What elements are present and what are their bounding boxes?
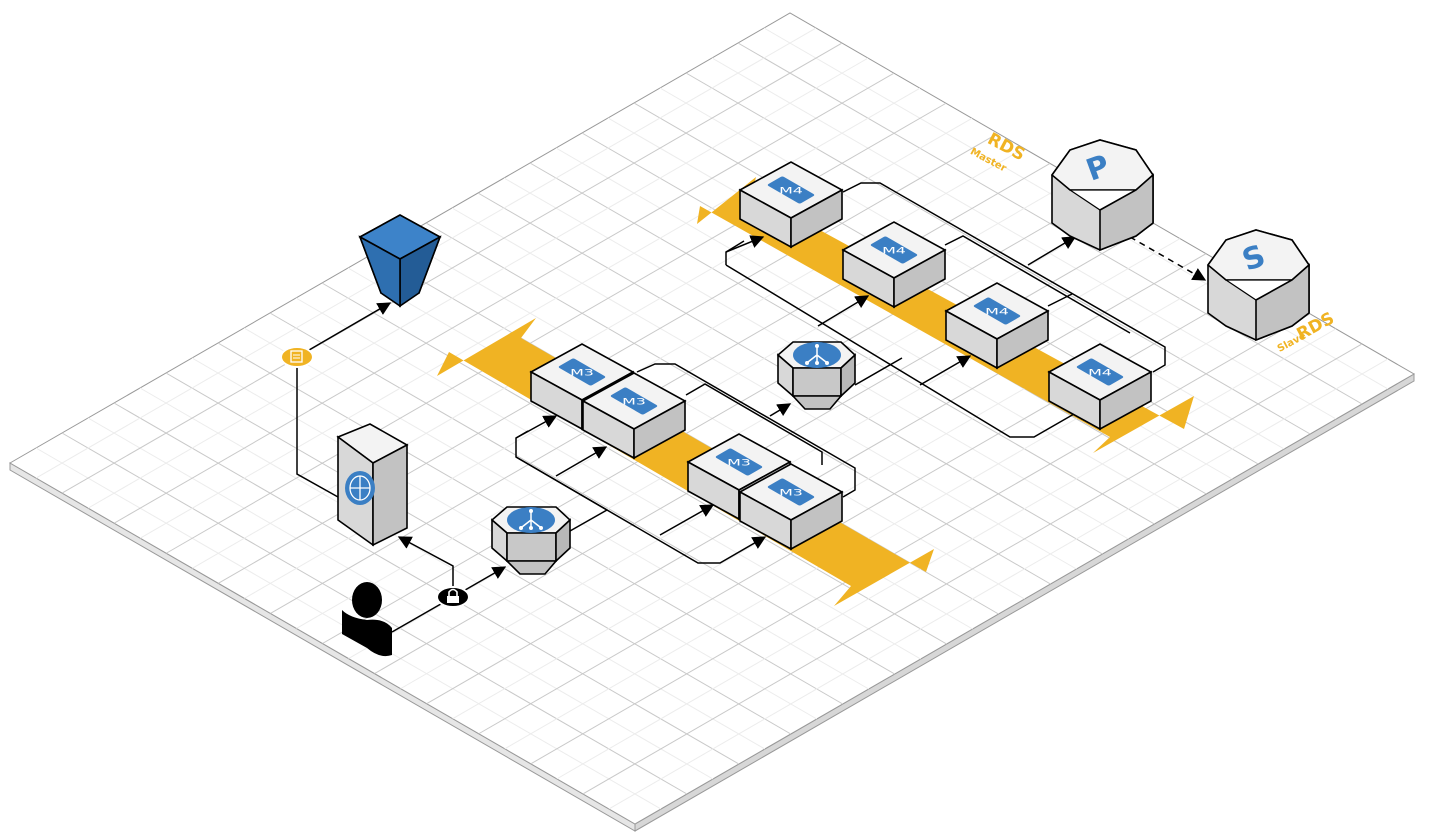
- instance-badge: M4: [973, 297, 1021, 325]
- instance-label: M3: [779, 488, 803, 499]
- instance-m4-1[interactable]: M4: [738, 161, 844, 249]
- instance-m3-2[interactable]: M3: [581, 372, 687, 460]
- user-icon: [342, 582, 392, 657]
- rds-slave: S: [1206, 229, 1311, 342]
- instance-badge: M3: [610, 387, 658, 415]
- connections: [296, 182, 1207, 633]
- instance-m3-4[interactable]: M3: [738, 463, 844, 551]
- instance-m4-2[interactable]: M4: [841, 221, 947, 309]
- instance-label: M3: [622, 397, 646, 408]
- grid-floor: [8, 12, 1415, 832]
- instance-badge: M3: [715, 448, 763, 476]
- instance-label: M4: [1088, 368, 1112, 379]
- load-balancer-front: [490, 506, 572, 575]
- instance-label: M4: [985, 307, 1009, 318]
- load-balancer-icon: [507, 507, 555, 533]
- s3-bucket-icon: [358, 214, 442, 308]
- instance-m4-3[interactable]: M4: [944, 282, 1050, 370]
- instance-label: M4: [779, 186, 803, 197]
- instance-badge: M3: [767, 478, 815, 506]
- instance-badge: M3: [558, 358, 606, 386]
- instance-badge: M4: [870, 236, 918, 264]
- document-icon: [280, 346, 314, 368]
- load-balancer-icon: [793, 342, 841, 368]
- load-balancer-middle: [776, 341, 857, 410]
- instance-label: M3: [727, 458, 751, 469]
- instance-label: M3: [570, 368, 594, 379]
- instance-m4-4[interactable]: M4: [1047, 343, 1153, 431]
- instance-badge: M4: [1076, 358, 1124, 386]
- web-server: [336, 423, 409, 547]
- globe-icon: [345, 471, 375, 505]
- instance-label: M4: [882, 246, 906, 257]
- instance-badge: M4: [767, 176, 815, 204]
- lock-icon[interactable]: [436, 586, 470, 608]
- rds-master: P: [1050, 139, 1155, 252]
